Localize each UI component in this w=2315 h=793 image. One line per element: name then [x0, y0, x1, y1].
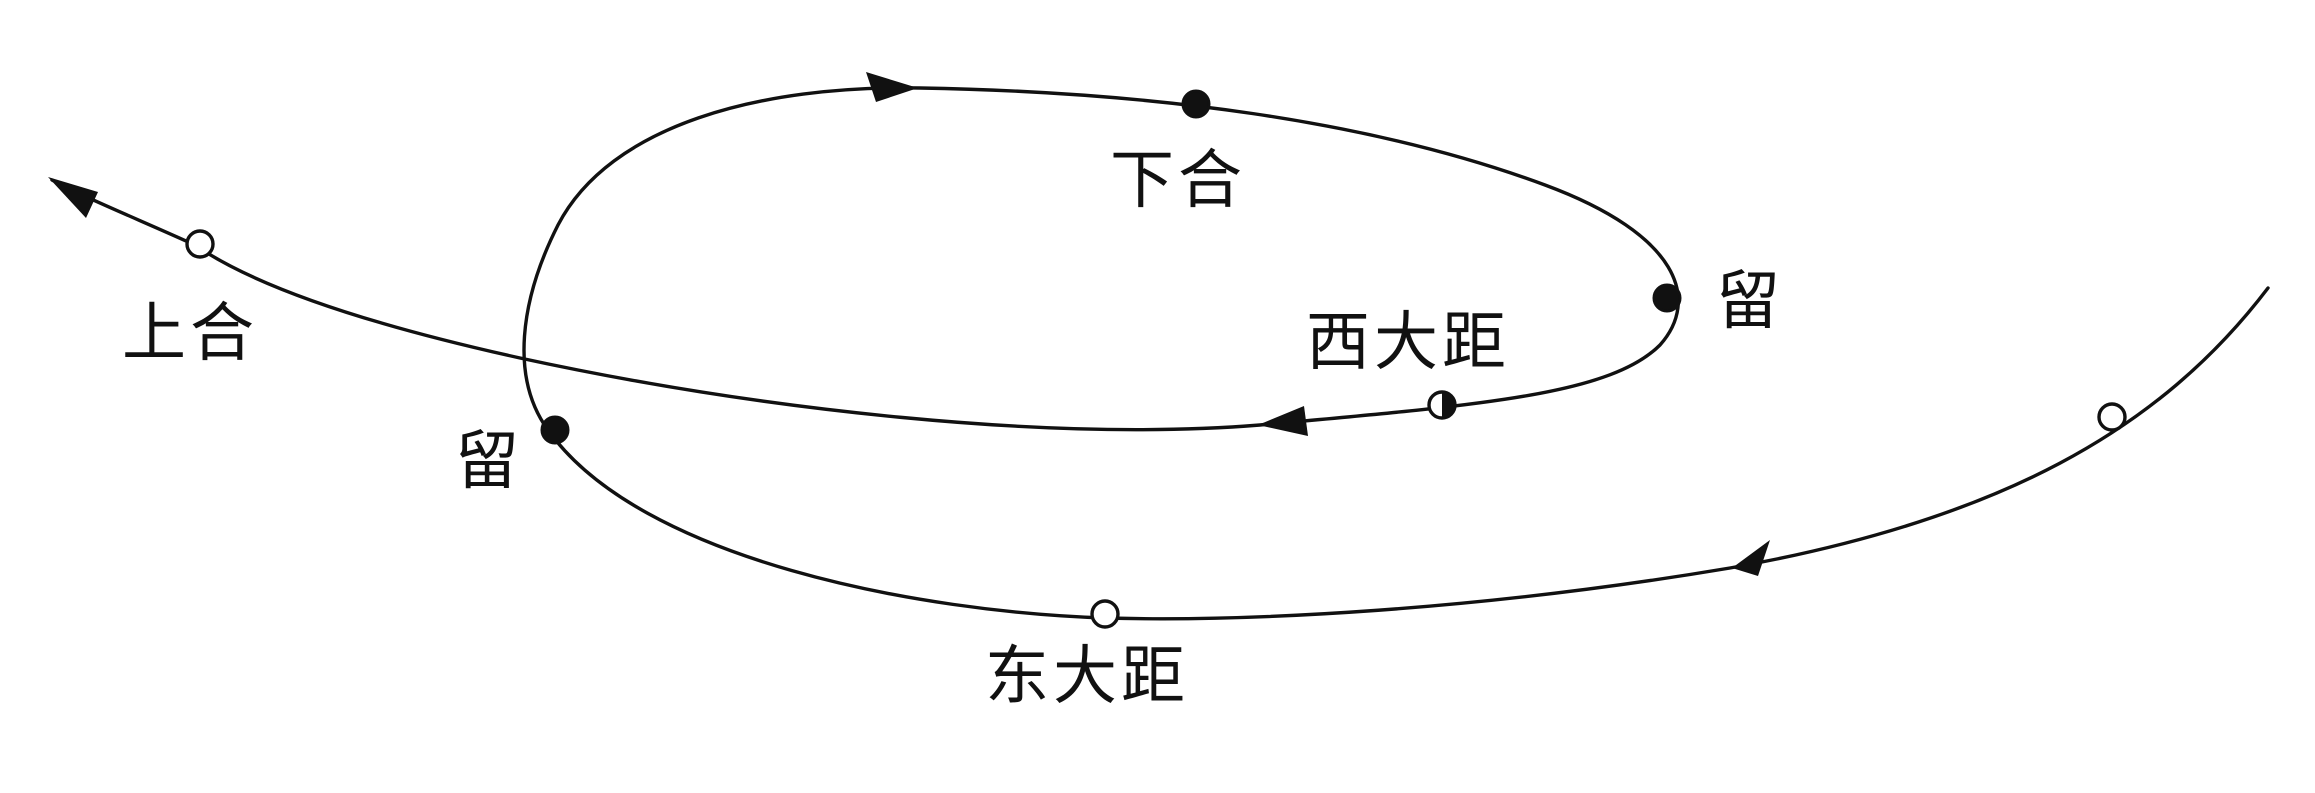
incoming-point-marker	[2097, 402, 2127, 432]
station-left-marker	[540, 415, 570, 445]
eastern-elongation-marker	[1090, 599, 1120, 629]
station-right-marker	[1652, 283, 1682, 313]
western-elongation-marker	[1427, 390, 1457, 420]
superior-conjunction-marker	[185, 229, 215, 259]
label-station-left: 留	[455, 425, 523, 499]
arrow-outgoing	[48, 177, 98, 218]
label-inferior-conjunction: 下合	[1110, 144, 1246, 218]
apparent-motion-path	[50, 86, 2270, 621]
arrow-western-elongation	[1258, 406, 1308, 436]
label-eastern-elongation: 东大距	[985, 640, 1189, 714]
arrow-top	[866, 72, 918, 102]
label-western-elongation: 西大距	[1306, 306, 1510, 380]
arrow-incoming	[1732, 540, 1770, 576]
label-superior-conjunction: 上合	[122, 297, 258, 371]
inferior-conjunction-marker	[1181, 89, 1211, 119]
label-station-right: 留	[1716, 265, 1784, 339]
